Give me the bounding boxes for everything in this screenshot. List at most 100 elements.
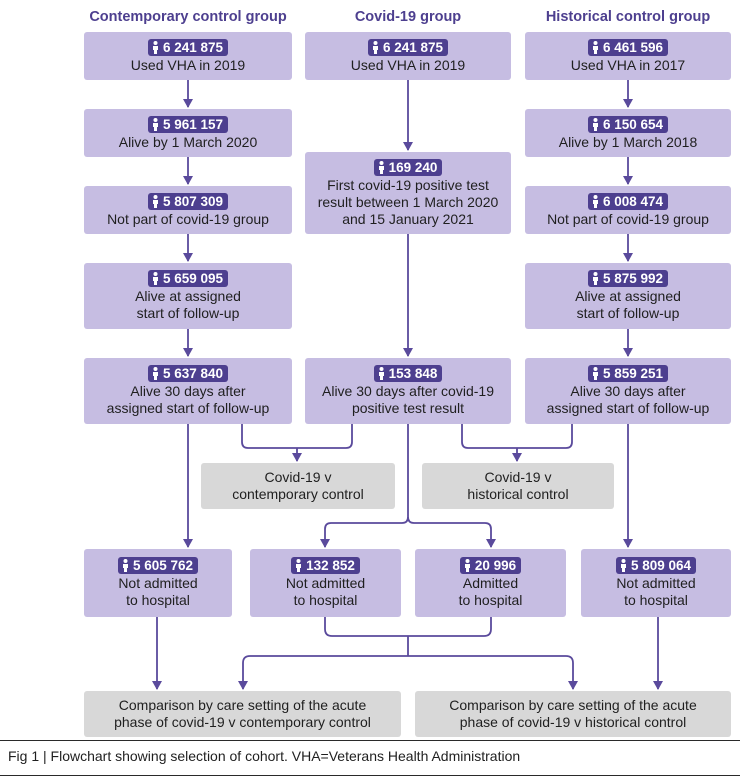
box-label: Alive at assigned xyxy=(135,288,241,304)
box-contemporary-alive-start: 5 659 095 Alive at assigned start of fol… xyxy=(84,263,292,329)
box-covid-used-vha-2019: 6 241 875 Used VHA in 2019 xyxy=(305,32,511,80)
count-badge: 5 605 762 xyxy=(117,557,199,574)
figure-caption: Fig 1 | Flowchart showing selection of c… xyxy=(8,748,521,764)
box-label: to hospital xyxy=(624,592,688,608)
count-value: 132 852 xyxy=(306,558,355,573)
box-historical-not-admitted: 5 809 064 Not admitted to hospital xyxy=(581,549,731,617)
box-contemporary-not-covid: 5 807 309 Not part of covid-19 group xyxy=(84,186,292,234)
count-value: 153 848 xyxy=(388,366,438,381)
box-covid-admitted: 20 996 Admitted to hospital xyxy=(415,549,566,617)
count-badge: 5 961 157 xyxy=(147,115,229,133)
box-label: Alive 30 days after covid-19 xyxy=(322,383,494,399)
count-value: 5 961 157 xyxy=(162,116,224,132)
box-label: start of follow-up xyxy=(576,305,680,321)
count-value: 20 996 xyxy=(474,558,517,573)
box-contemporary-alive-march-2020: 5 961 157 Alive by 1 March 2020 xyxy=(84,109,292,157)
person-icon xyxy=(591,272,600,285)
count-value: 5 637 840 xyxy=(162,366,224,381)
comparison-label: Comparison by care setting of the acute xyxy=(449,697,697,713)
count-badge: 5 875 992 xyxy=(587,270,669,287)
header-covid: Covid-19 group xyxy=(354,9,462,25)
person-icon xyxy=(151,40,160,54)
box-label: assigned start of follow-up xyxy=(106,400,270,416)
box-label: Used VHA in 2019 xyxy=(350,56,466,73)
count-value: 5 875 992 xyxy=(602,271,664,286)
comparison-label: Covid-19 v xyxy=(264,469,332,485)
person-icon xyxy=(151,194,160,208)
person-icon xyxy=(151,117,160,131)
comparison-label: Comparison by care setting of the acute xyxy=(118,697,367,713)
comparison-label: phase of covid-19 v historical control xyxy=(459,714,687,730)
person-icon xyxy=(591,194,600,208)
count-value: 5 659 095 xyxy=(162,271,224,286)
count-value: 5 809 064 xyxy=(630,558,692,573)
count-badge: 5 807 309 xyxy=(147,192,229,210)
box-label: assigned start of follow-up xyxy=(546,400,710,416)
count-value: 5 605 762 xyxy=(132,558,194,573)
box-contemporary-not-admitted: 5 605 762 Not admitted to hospital xyxy=(84,549,232,617)
box-covid-alive-30-days: 153 848 Alive 30 days after covid-19 pos… xyxy=(305,358,511,424)
box-historical-used-vha-2017: 6 461 596 Used VHA in 2017 xyxy=(525,32,731,80)
comparison-setting-contemporary: Comparison by care setting of the acute … xyxy=(84,691,401,737)
person-icon xyxy=(294,559,303,572)
box-contemporary-used-vha-2019: 6 241 875 Used VHA in 2019 xyxy=(84,32,292,80)
box-label: to hospital xyxy=(458,592,523,608)
count-value: 6 008 474 xyxy=(602,193,664,209)
count-badge: 6 150 654 xyxy=(587,115,669,133)
count-badge: 6 241 875 xyxy=(147,38,229,56)
box-label: Alive at assigned xyxy=(575,288,681,304)
box-label: Not admitted xyxy=(616,575,696,591)
box-label: Not admitted xyxy=(285,575,366,591)
box-label: to hospital xyxy=(126,592,190,608)
header-contemporary: Contemporary control group xyxy=(89,9,287,25)
count-value: 5 807 309 xyxy=(162,193,224,209)
comparison-label: Covid-19 v xyxy=(484,469,552,485)
box-label: First covid-19 positive test xyxy=(327,176,489,193)
header-historical: Historical control group xyxy=(545,9,711,25)
box-covid-first-positive: 169 240 First covid-19 positive test res… xyxy=(305,152,511,234)
person-icon xyxy=(463,559,472,572)
box-covid-not-admitted: 132 852 Not admitted to hospital xyxy=(250,549,401,617)
count-badge: 5 859 251 xyxy=(587,365,669,382)
box-label: start of follow-up xyxy=(136,305,240,321)
comparison-label: historical control xyxy=(467,486,569,502)
comparison-label: contemporary control xyxy=(232,486,364,502)
box-contemporary-alive-30-days: 5 637 840 Alive 30 days after assigned s… xyxy=(84,358,292,424)
box-label: Not part of covid-19 group xyxy=(547,210,709,227)
box-label: positive test result xyxy=(351,400,465,416)
person-icon xyxy=(371,40,380,54)
count-badge: 153 848 xyxy=(373,365,443,382)
comparison-covid-v-contemporary: Covid-19 v contemporary control xyxy=(201,463,395,509)
box-label: Admitted xyxy=(462,575,519,591)
count-badge: 5 637 840 xyxy=(147,365,229,382)
count-badge: 5 809 064 xyxy=(615,557,697,574)
box-historical-not-covid: 6 008 474 Not part of covid-19 group xyxy=(525,186,731,234)
caption-divider xyxy=(0,740,740,741)
count-badge: 5 659 095 xyxy=(147,270,229,287)
box-label: Not part of covid-19 group xyxy=(107,210,269,227)
person-icon xyxy=(151,367,160,380)
person-icon xyxy=(591,367,600,380)
person-icon xyxy=(121,559,130,572)
count-badge: 6 461 596 xyxy=(587,38,669,56)
caption-divider xyxy=(0,775,740,776)
box-historical-alive-start: 5 875 992 Alive at assigned start of fol… xyxy=(525,263,731,329)
count-badge: 6 008 474 xyxy=(587,192,669,210)
box-label: Not admitted xyxy=(118,575,198,591)
person-icon xyxy=(619,559,628,572)
count-value: 169 240 xyxy=(388,159,438,175)
box-label: Alive by 1 March 2018 xyxy=(558,133,698,150)
count-badge: 169 240 xyxy=(373,158,443,176)
person-icon xyxy=(151,272,160,285)
comparison-setting-historical: Comparison by care setting of the acute … xyxy=(415,691,731,737)
comparison-covid-v-historical: Covid-19 v historical control xyxy=(422,463,614,509)
box-historical-alive-march-2018: 6 150 654 Alive by 1 March 2018 xyxy=(525,109,731,157)
count-value: 6 241 875 xyxy=(162,39,224,55)
person-icon xyxy=(377,160,386,174)
box-label: Used VHA in 2019 xyxy=(130,56,246,73)
count-badge: 132 852 xyxy=(291,557,360,574)
count-value: 6 461 596 xyxy=(602,39,664,55)
person-icon xyxy=(591,117,600,131)
box-historical-alive-30-days: 5 859 251 Alive 30 days after assigned s… xyxy=(525,358,731,424)
